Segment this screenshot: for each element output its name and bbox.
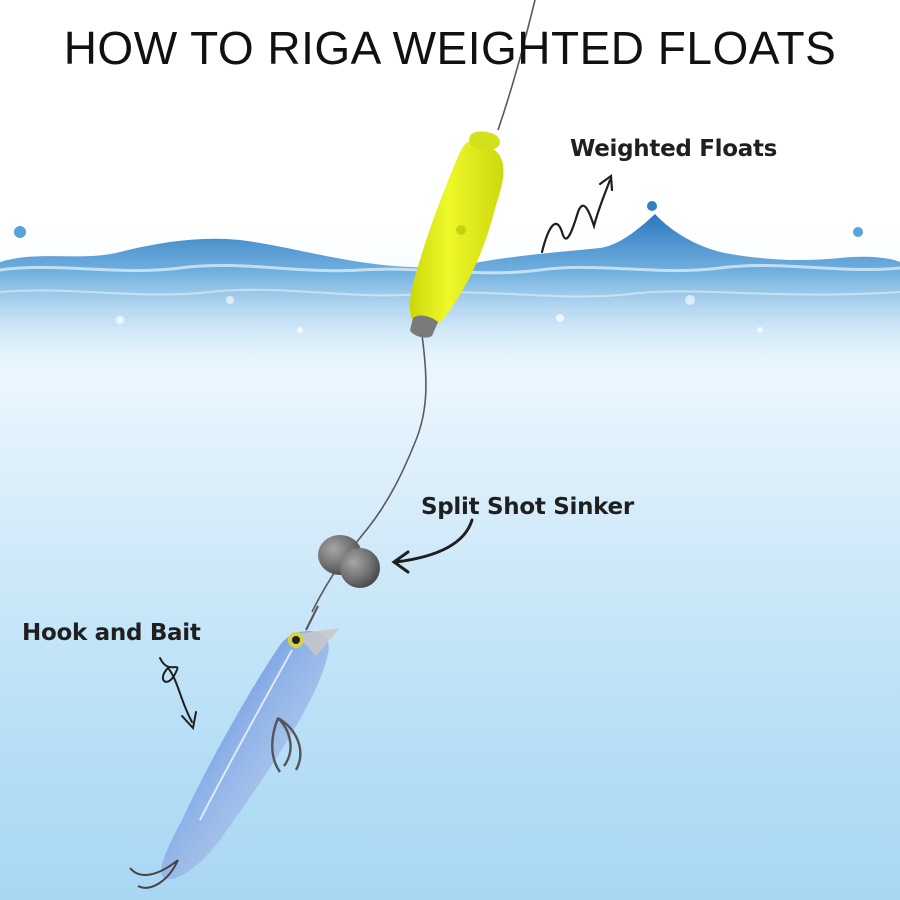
- label-split-shot-sinker: Split Shot Sinker: [421, 494, 634, 520]
- loop-arrow-icon: [159, 657, 197, 731]
- label-weighted-floats: Weighted Floats: [570, 136, 778, 162]
- curved-arrow-icon: [391, 518, 474, 574]
- split-shot-sinker: [318, 535, 380, 588]
- weighted-float: [409, 131, 504, 338]
- label-hook-and-bait: Hook and Bait: [22, 620, 201, 646]
- squiggle-arrow-icon: [540, 173, 614, 254]
- page-title: HOW TO RIGA WEIGHTED FLOATS: [63, 22, 837, 74]
- fishing-lure: [129, 605, 340, 889]
